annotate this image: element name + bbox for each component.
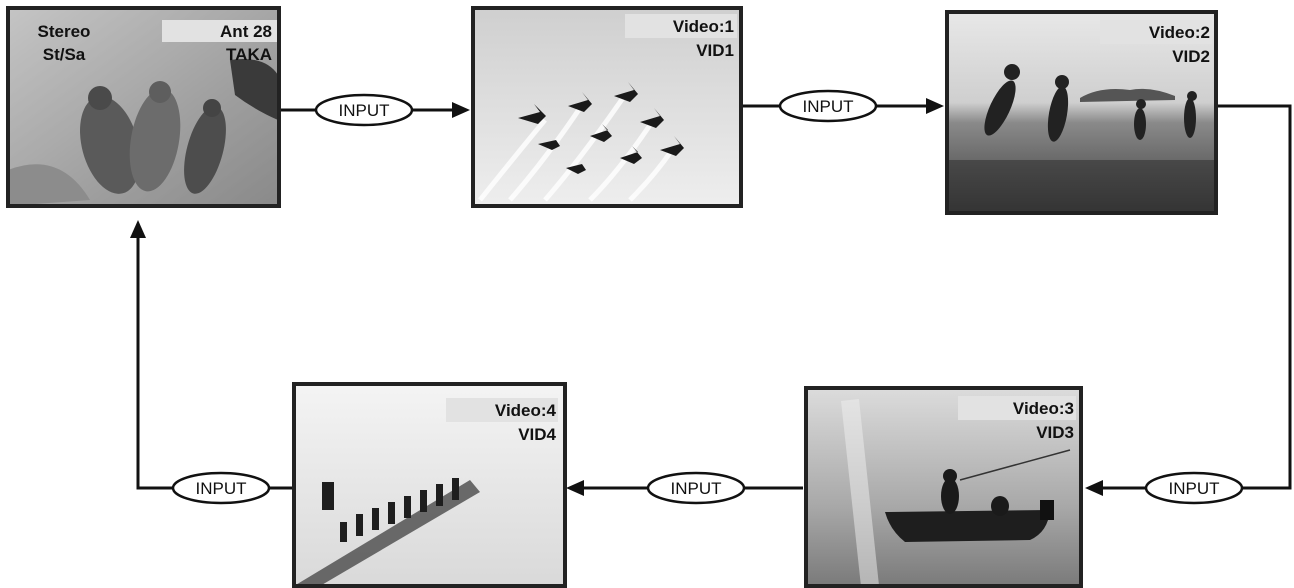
input-label: INPUT [196,479,247,498]
arrow-into-tv [130,220,146,238]
screen-vid2: Video:2 VID2 [945,10,1218,215]
input-label: INPUT [803,97,854,116]
input-label: INPUT [1169,479,1220,498]
arrow-into-vid3 [1085,480,1103,496]
arrow-into-vid1 [452,102,470,118]
vid3-source-label: Video:3 [1013,399,1074,418]
input-button-vid4-to-tv[interactable]: INPUT [171,471,271,505]
tv-audio-mode: Stereo [38,22,91,41]
vid4-source-label: Video:4 [495,401,557,420]
jet-formation-photo [478,82,684,202]
input-label: INPUT [671,479,722,498]
vid2-name: VID2 [1172,47,1210,66]
screen-tv: Stereo St/Sa Ant 28 TAKA [6,6,281,208]
input-label: INPUT [339,101,390,120]
screen-vid3: Video:3 VID3 [804,386,1083,588]
input-button-vid3-to-vid4[interactable]: INPUT [646,471,746,505]
line-vid4-to-tv [136,236,296,490]
input-button-vid1-to-vid2[interactable]: INPUT [778,89,878,123]
tv-audio-sub: St/Sa [43,45,86,64]
arrow-into-vid2 [926,98,944,114]
fishing-boat-photo [841,399,1071,587]
screen-vid4: Video:4 VID4 [292,382,567,588]
beach-hikers-photo [947,64,1216,213]
vid1-source-label: Video:1 [673,17,734,36]
vid4-name: VID4 [518,425,556,444]
vid1-name: VID1 [696,41,734,60]
tv-channel: Ant 28 [220,22,272,41]
snow-climbers-photo [294,478,480,586]
tv-station: TAKA [226,45,272,64]
vid3-name: VID3 [1036,423,1074,442]
vid2-source-label: Video:2 [1149,23,1210,42]
screen-vid1: Video:1 VID1 [471,6,743,208]
input-button-vid2-to-vid3[interactable]: INPUT [1144,471,1244,505]
input-button-tv-to-vid1[interactable]: INPUT [314,93,414,127]
arrowheads [130,98,1103,496]
arrow-into-vid4 [566,480,584,496]
